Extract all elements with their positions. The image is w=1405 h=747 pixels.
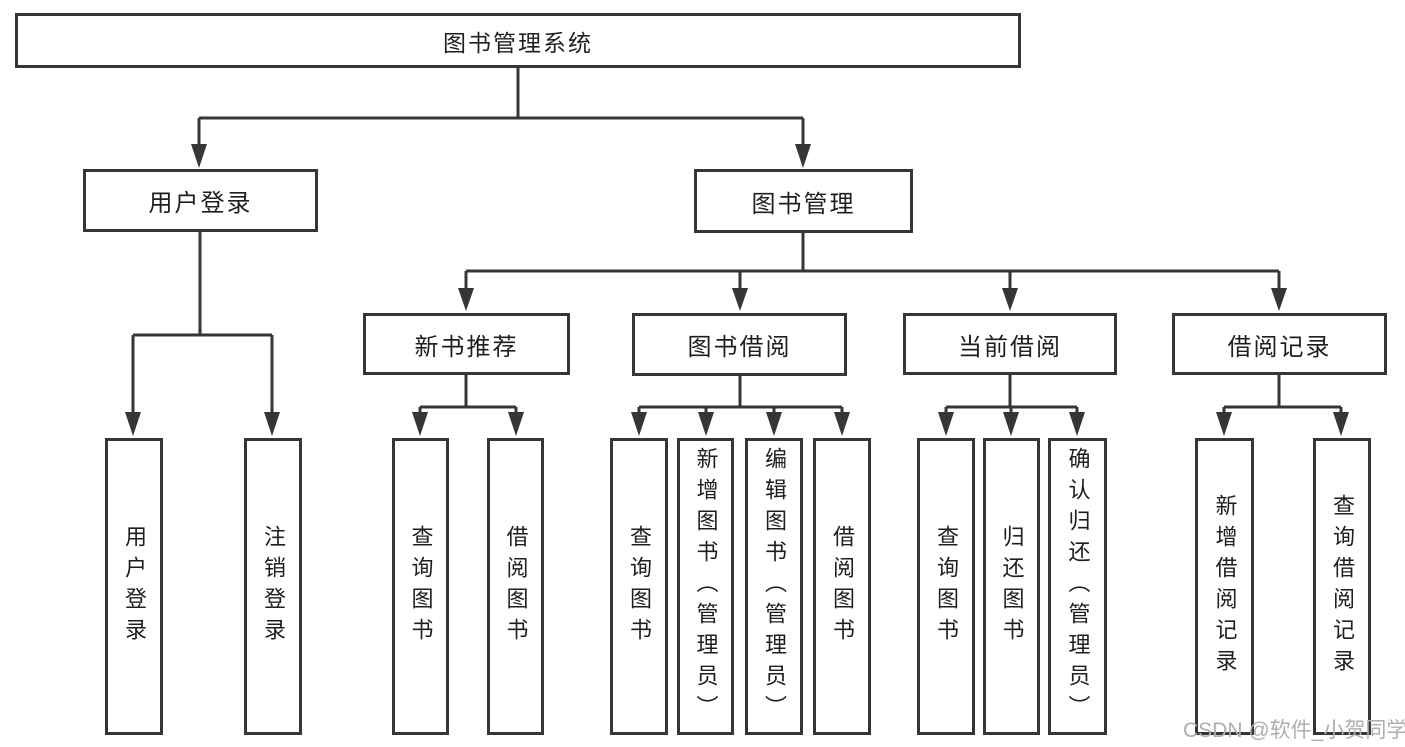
leaf-query-books-borrow: 查询图书	[610, 438, 668, 735]
leaf-return-books: 归还图书	[983, 438, 1040, 735]
connector-borrow-records-to-leaves	[1222, 375, 1343, 415]
node-label: 图书管理系统	[443, 29, 593, 56]
arrow-icon	[412, 412, 428, 436]
leaf-label: 编辑图书（管理员）	[762, 447, 787, 726]
arrow-icon	[631, 412, 647, 436]
leaf-label: 查询图书	[627, 524, 652, 649]
node-label: 新书推荐	[414, 333, 519, 361]
arrow-icon	[698, 412, 714, 436]
arrow-icon	[732, 288, 748, 311]
leaf-logout: 注销登录	[244, 438, 302, 735]
leaf-label: 归还图书	[999, 524, 1025, 649]
node-root-library-system: 图书管理系统	[15, 13, 1021, 68]
leaf-label: 查询图书	[934, 524, 959, 649]
connector-new-books-to-leaves	[418, 375, 518, 415]
arrowheads	[125, 144, 1349, 436]
arrow-icon	[1003, 412, 1019, 436]
leaf-query-books-current: 查询图书	[917, 438, 975, 735]
leaf-user-login: 用户登录	[105, 438, 163, 735]
leaf-label: 借阅图书	[503, 524, 529, 649]
leaf-label: 查询借阅记录	[1330, 493, 1355, 680]
connector-user-login-to-leaves	[131, 232, 274, 415]
node-book-management: 图书管理	[694, 169, 913, 233]
leaf-query-books-recommend: 查询图书	[392, 438, 449, 735]
connector-book-borrow-to-leaves	[637, 376, 844, 415]
arrow-icon	[125, 412, 141, 436]
arrow-icon	[1216, 412, 1232, 436]
arrow-icon	[508, 412, 524, 436]
leaf-query-borrow-record: 查询借阅记录	[1313, 438, 1371, 735]
leaf-edit-books-admin: 编辑图书（管理员）	[745, 438, 803, 735]
node-label: 图书借阅	[687, 334, 792, 361]
leaf-label: 查询图书	[408, 524, 434, 649]
node-label: 图书管理	[751, 190, 856, 218]
node-label: 当前借阅	[958, 333, 1062, 361]
leaf-label: 确认归还（管理员）	[1065, 447, 1091, 726]
arrow-icon	[264, 412, 280, 436]
node-borrow-records: 借阅记录	[1172, 313, 1387, 375]
arrow-icon	[766, 412, 782, 436]
connector-book-management-to-level3	[464, 233, 1281, 291]
node-label: 用户登录	[148, 190, 253, 217]
leaf-label: 新增图书（管理员）	[693, 447, 719, 726]
arrow-icon	[1333, 412, 1349, 436]
arrow-icon	[458, 288, 474, 311]
arrow-icon	[191, 144, 207, 168]
connector-current-borrow-to-leaves	[944, 375, 1079, 415]
leaf-label: 借阅图书	[830, 524, 855, 649]
connector-root-to-level2	[197, 68, 805, 147]
node-current-borrow: 当前借阅	[903, 313, 1117, 375]
node-new-book-recommend: 新书推荐	[363, 313, 570, 375]
leaf-borrow-books-recommend: 借阅图书	[487, 438, 544, 735]
arrow-icon	[938, 412, 954, 436]
arrow-icon	[1271, 288, 1287, 311]
node-user-login: 用户登录	[83, 169, 318, 232]
leaf-add-books-admin: 新增图书（管理员）	[677, 438, 734, 735]
watermark: CSDN @软件_小贺同学	[1183, 719, 1405, 742]
arrow-icon	[795, 144, 811, 168]
leaf-label: 用户登录	[122, 524, 147, 649]
leaf-label: 新增借阅记录	[1212, 493, 1238, 680]
leaf-label: 注销登录	[261, 524, 286, 649]
leaf-add-borrow-record: 新增借阅记录	[1195, 438, 1254, 735]
arrow-icon	[834, 412, 850, 436]
arrow-icon	[1002, 288, 1018, 311]
node-book-borrow: 图书借阅	[632, 313, 847, 376]
node-label: 借阅记录	[1227, 333, 1332, 361]
arrow-icon	[1069, 412, 1085, 436]
leaf-confirm-return-admin: 确认归还（管理员）	[1048, 438, 1107, 735]
leaf-borrow-books: 借阅图书	[813, 438, 871, 735]
